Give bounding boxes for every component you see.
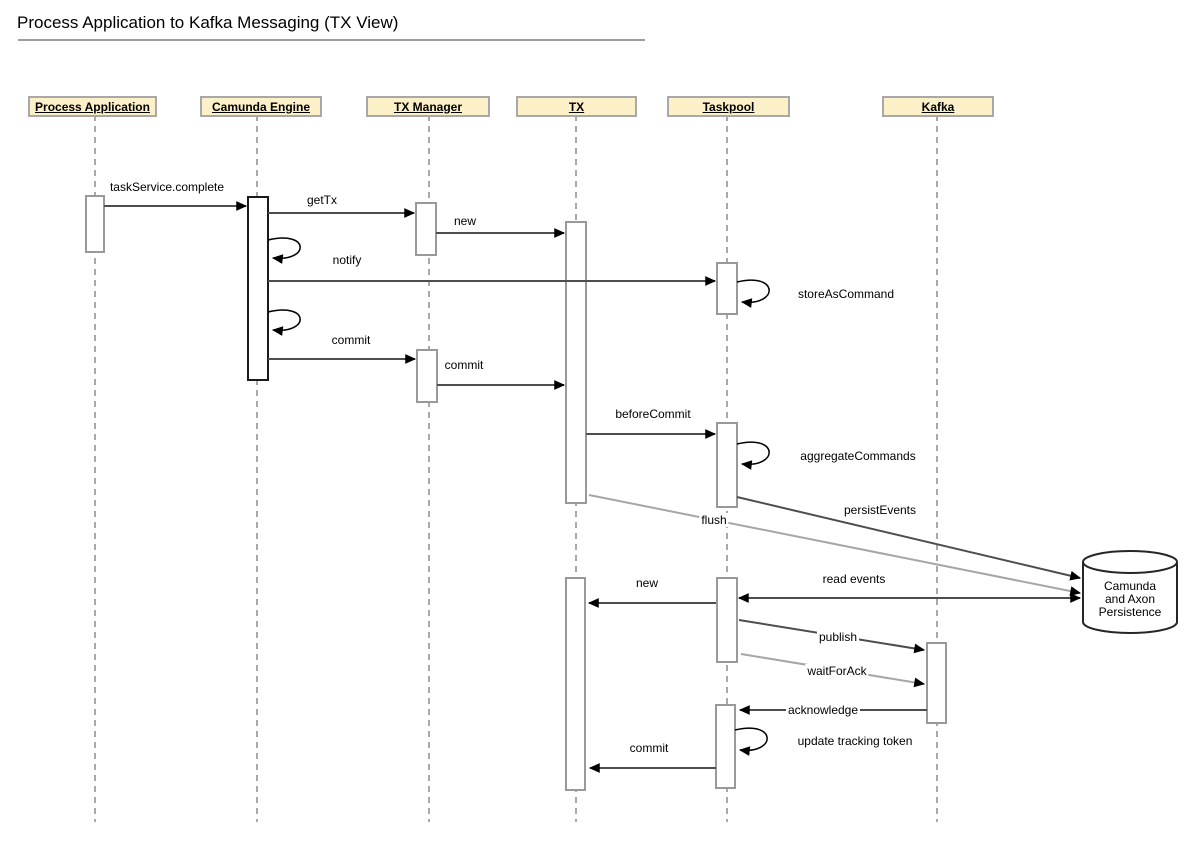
message-label-flush: flush xyxy=(699,513,729,527)
actor-label: TX Manager xyxy=(393,99,462,114)
self-message-aggregate-commands xyxy=(736,441,770,470)
message-label-commit2: commit xyxy=(442,358,486,372)
datastore-label-line1: Camunda xyxy=(1104,579,1156,593)
message-label-gettx: getTx xyxy=(304,193,340,207)
datastore-label-line3: Persistence xyxy=(1099,605,1162,619)
self-message-camunda-1 xyxy=(267,237,301,264)
message-label-acknowledge: acknowledge xyxy=(785,703,861,717)
actor-label: Taskpool xyxy=(702,99,755,114)
actor-label: TX xyxy=(568,99,585,114)
diagram-title: Process Application to Kafka Messaging (… xyxy=(17,13,399,32)
message-label-commit1: commit xyxy=(329,333,373,347)
activation-taskpool-4 xyxy=(715,704,736,789)
actor-process-application: Process Application xyxy=(28,96,157,117)
activation-tx-manager-1 xyxy=(415,202,437,256)
activation-taskpool-2 xyxy=(716,422,738,508)
message-label-store-as-command: storeAsCommand xyxy=(795,287,897,301)
datastore-label-line2: and Axon xyxy=(1105,592,1155,606)
datastore-camunda-axon-persistence: Camunda and Axon Persistence xyxy=(1082,550,1178,634)
activation-taskpool-3 xyxy=(716,577,738,663)
message-label-publish: publish xyxy=(816,630,860,644)
message-label-notify: notify xyxy=(330,253,364,267)
message-label-before-commit: beforeCommit xyxy=(613,407,693,421)
self-message-update-tracking-token xyxy=(734,727,768,756)
message-arrow-flush xyxy=(588,494,1082,596)
actor-kafka: Kafka xyxy=(882,96,994,117)
title-underline xyxy=(18,39,645,41)
self-message-store-as-command xyxy=(736,279,770,308)
activation-taskpool-1 xyxy=(716,262,738,315)
message-label-commit3: commit xyxy=(627,741,671,755)
activation-tx-1 xyxy=(565,221,587,504)
message-label-new1: new xyxy=(451,214,479,228)
message-arrow-persist-events xyxy=(736,496,1082,581)
message-label-update-tracking-token: update tracking token xyxy=(795,734,915,748)
message-label-wait-for-ack: waitForAck xyxy=(805,664,869,678)
actor-label: Camunda Engine xyxy=(211,99,310,114)
activation-tx-manager-2 xyxy=(416,349,438,403)
self-message-camunda-2 xyxy=(267,309,301,336)
actor-camunda-engine: Camunda Engine xyxy=(200,96,322,117)
actor-taskpool: Taskpool xyxy=(667,96,790,117)
activation-kafka xyxy=(926,642,947,724)
activation-process-application xyxy=(85,195,105,253)
message-label-persist-events: persistEvents xyxy=(841,503,919,517)
message-label-aggregate-commands: aggregateCommands xyxy=(798,449,918,463)
activation-tx-2 xyxy=(565,577,586,791)
actor-label: Kafka xyxy=(921,99,955,114)
actor-label: Process Application xyxy=(35,99,150,114)
activation-camunda-engine xyxy=(247,196,269,381)
message-label-read-events: read events xyxy=(820,572,888,586)
message-label-new2: new xyxy=(633,576,661,590)
message-label-taskservice-complete: taskService.complete xyxy=(107,180,227,194)
datastore-top-ellipse xyxy=(1082,561,1178,574)
